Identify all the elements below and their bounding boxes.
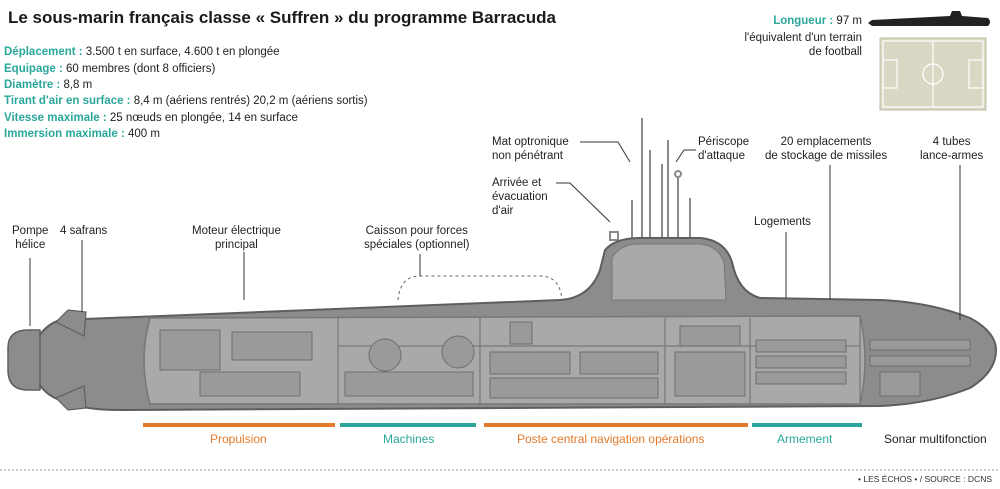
spec-immersion: Immersion maximale : 400 m xyxy=(4,128,160,140)
page-title: Le sous-marin français classe « Suffren … xyxy=(8,8,556,27)
leader-lines xyxy=(29,141,961,326)
submarine-hull xyxy=(7,237,998,412)
spec-tirant-air: Tirant d'air en surface : 8,4 m (aériens… xyxy=(4,95,368,107)
propulsion-bar xyxy=(143,423,335,427)
section-armement: Armement xyxy=(777,432,833,446)
spec-diametre: Diamètre : 8,8 m xyxy=(4,79,93,91)
spec-equipage: Equipage : 60 membres (dont 8 officiers) xyxy=(4,63,216,75)
spec-deplacement: Déplacement : 3.500 t en surface, 4.600 … xyxy=(4,46,280,58)
label-sonar: Sonar multifonction xyxy=(884,432,987,446)
label-safrans: 4 safrans xyxy=(60,225,108,237)
length-label: Longueur : 97 m xyxy=(773,15,862,27)
masts xyxy=(609,118,691,241)
submarine-silhouette-icon xyxy=(868,11,990,26)
poste-bar xyxy=(484,423,748,427)
armement-bar xyxy=(752,423,862,427)
football-field-icon xyxy=(879,37,987,111)
section-propulsion: Propulsion xyxy=(210,432,267,446)
spec-vitesse: Vitesse maximale : 25 nœuds en plongée, … xyxy=(4,112,298,124)
source-credit: • LES ÉCHOS • / SOURCE : DCNS xyxy=(858,474,992,484)
label-logements: Logements xyxy=(754,216,811,228)
section-machines: Machines xyxy=(383,432,435,446)
machines-bar xyxy=(340,423,476,427)
section-poste: Poste central navigation opérations xyxy=(517,432,705,446)
